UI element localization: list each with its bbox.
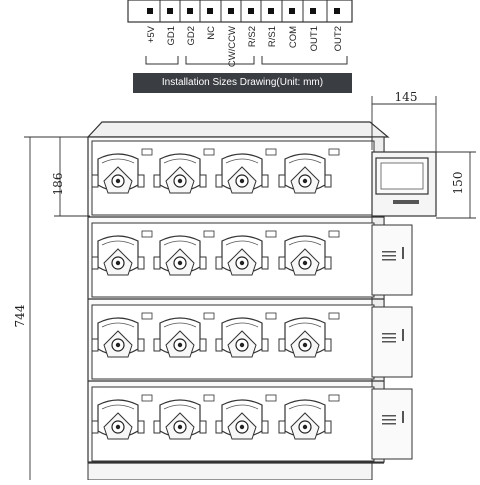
peristaltic-pump-head bbox=[278, 394, 340, 440]
pump-indicator bbox=[203, 230, 215, 238]
terminal-label: R/S1 bbox=[267, 26, 278, 47]
drawing-title: Installation Sizes Drawing(Unit: mm) bbox=[133, 73, 352, 93]
vent-slot bbox=[382, 251, 396, 253]
pump-indicator bbox=[203, 148, 215, 156]
vent-slot bbox=[382, 255, 396, 257]
terminal-label: NC bbox=[206, 26, 217, 40]
terminal-pin bbox=[167, 8, 173, 14]
terminal-pin bbox=[147, 8, 153, 14]
pump-indicator bbox=[141, 148, 153, 156]
terminal-pin bbox=[334, 8, 340, 14]
side-switch bbox=[402, 329, 404, 341]
terminal-pin bbox=[289, 8, 295, 14]
terminal-label: GD2 bbox=[186, 26, 197, 46]
peristaltic-pump-head bbox=[153, 230, 215, 276]
vent-slot bbox=[382, 259, 396, 261]
side-switch bbox=[402, 411, 404, 423]
vent-slot bbox=[382, 415, 396, 417]
terminal-pin bbox=[228, 8, 234, 14]
dim-height-module: 186 bbox=[51, 173, 65, 196]
peristaltic-pump-head bbox=[215, 230, 277, 276]
terminal-pin bbox=[268, 8, 274, 14]
terminal-pin bbox=[248, 8, 254, 14]
side-switch bbox=[402, 247, 404, 259]
terminal-label: OUT1 bbox=[309, 26, 320, 51]
pump-indicator bbox=[328, 148, 340, 156]
terminal-pin bbox=[310, 8, 316, 14]
terminal-label: R/S2 bbox=[247, 26, 258, 47]
peristaltic-pump-head bbox=[215, 312, 277, 358]
peristaltic-pump-head bbox=[153, 312, 215, 358]
vent-slot bbox=[382, 419, 396, 421]
dim-height-panel: 150 bbox=[451, 172, 465, 195]
cabinet-base bbox=[87, 461, 373, 481]
dimension-lines bbox=[24, 96, 476, 480]
vent-slot bbox=[382, 341, 396, 343]
peristaltic-pump-head bbox=[278, 230, 340, 276]
peristaltic-pump-head bbox=[153, 148, 215, 194]
terminal-brackets bbox=[145, 56, 348, 65]
pump-indicator bbox=[265, 230, 277, 238]
vent-slot bbox=[382, 333, 396, 335]
pump-indicator bbox=[328, 230, 340, 238]
terminal-label: GD1 bbox=[166, 26, 177, 46]
pump-cabinet bbox=[86, 121, 413, 481]
peristaltic-pump-head bbox=[215, 394, 277, 440]
vent-slot bbox=[382, 337, 396, 339]
peristaltic-pump-head bbox=[278, 312, 340, 358]
terminal-pin bbox=[187, 8, 193, 14]
terminal-label: OUT2 bbox=[333, 26, 344, 51]
pump-indicator bbox=[203, 312, 215, 320]
peristaltic-pump-head bbox=[91, 230, 153, 276]
terminal-block bbox=[127, 0, 353, 23]
peristaltic-pump-head bbox=[278, 148, 340, 194]
dim-height-total: 744 bbox=[13, 304, 27, 327]
terminal-pin bbox=[207, 8, 213, 14]
terminal-strip bbox=[127, 0, 353, 23]
control-panel bbox=[371, 151, 437, 217]
peristaltic-pump-head bbox=[215, 148, 277, 194]
pump-indicator bbox=[265, 394, 277, 402]
peristaltic-pump-head bbox=[91, 312, 153, 358]
pump-indicator bbox=[203, 394, 215, 402]
peristaltic-pump-head bbox=[91, 394, 153, 440]
dimension-labels: 145 186 150 744 bbox=[13, 90, 465, 327]
pump-indicator bbox=[328, 394, 340, 402]
peristaltic-pump-head bbox=[91, 148, 153, 194]
terminal-label: CW/CCW bbox=[227, 26, 238, 67]
pump-indicator bbox=[328, 312, 340, 320]
terminal-labels: +5V GD1 GD2 NC CW/CCW R/S2 R/S1 COM OUT1 OUT2 bbox=[146, 25, 344, 67]
peristaltic-pump-head bbox=[153, 394, 215, 440]
pump-indicator bbox=[265, 148, 277, 156]
pump-indicator bbox=[141, 394, 153, 402]
pump-indicator bbox=[265, 312, 277, 320]
vent-slot bbox=[382, 423, 396, 425]
panel-label-plate bbox=[393, 200, 419, 204]
pump-indicator bbox=[141, 230, 153, 238]
terminal-label: COM bbox=[288, 26, 299, 48]
dim-width-top: 145 bbox=[395, 90, 418, 104]
terminal-label: +5V bbox=[146, 25, 157, 43]
pump-indicator bbox=[141, 312, 153, 320]
cabinet-top bbox=[86, 121, 390, 138]
